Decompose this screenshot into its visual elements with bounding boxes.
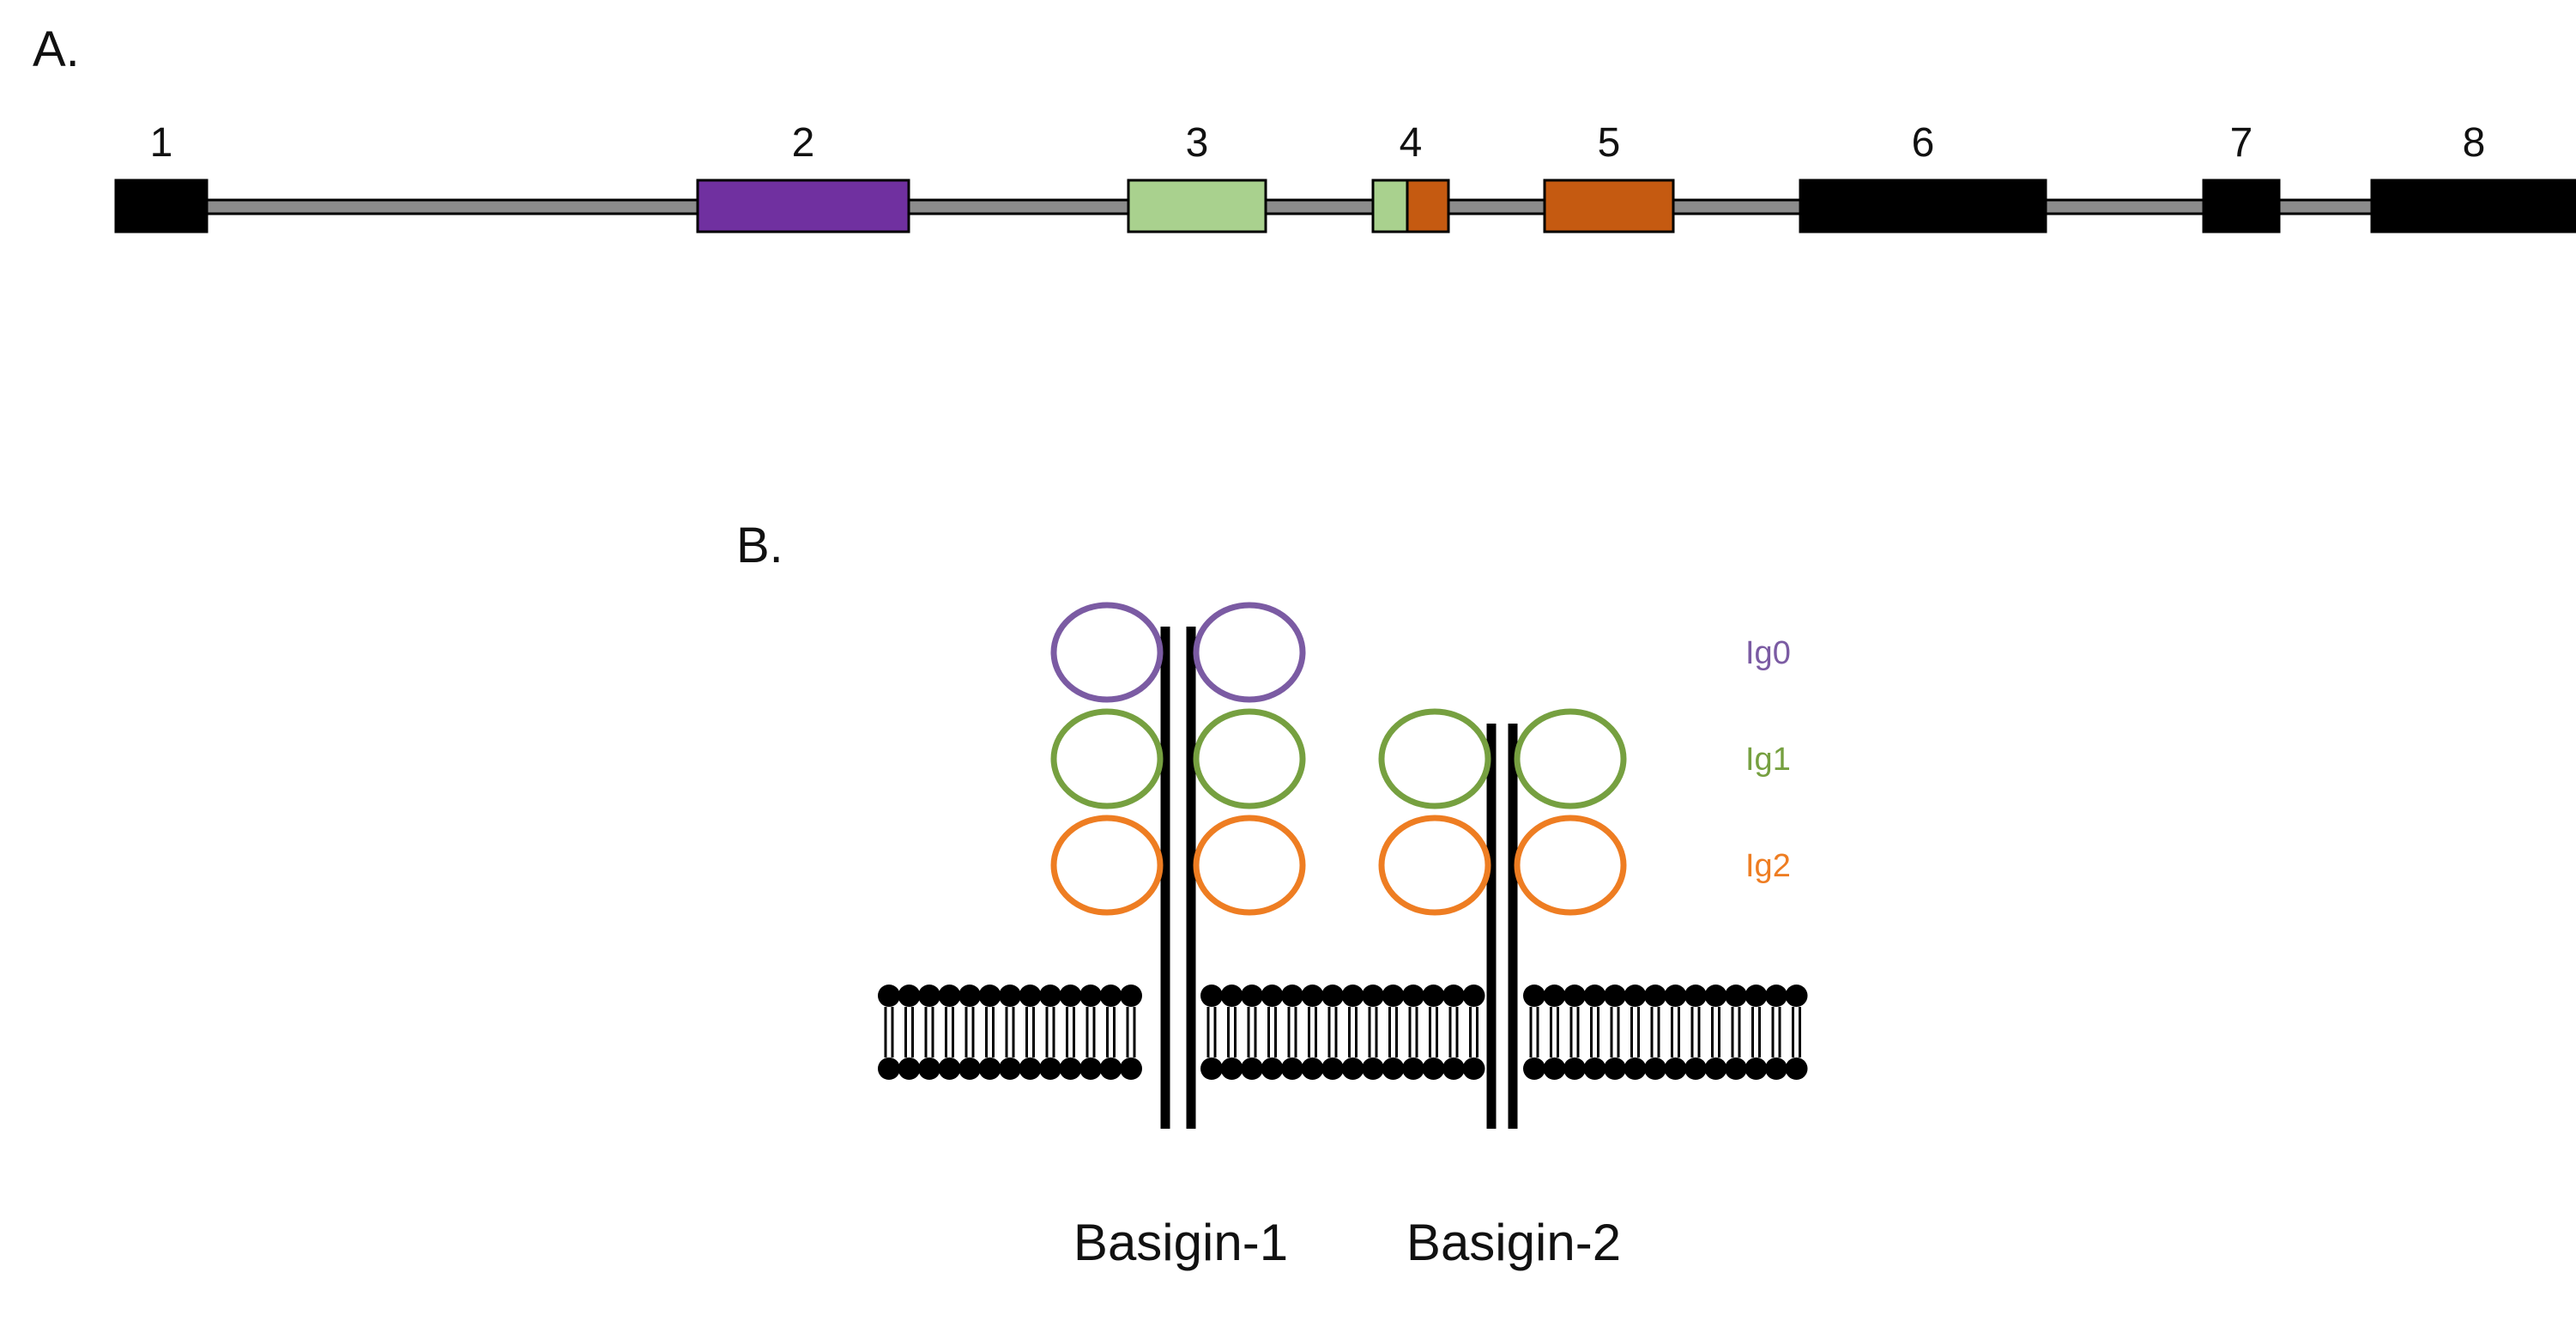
exon-1: 1 [114, 120, 209, 233]
lipid-molecule [1462, 985, 1485, 1080]
lipid-molecule [1583, 985, 1606, 1080]
lipid-molecule [1079, 985, 1102, 1080]
ig-domain-ig1 [1378, 708, 1491, 809]
lipid-molecule [1604, 985, 1626, 1080]
exon-3: 3 [1127, 120, 1267, 233]
lipid-molecule [1382, 985, 1405, 1080]
lipid-molecule [1442, 985, 1465, 1080]
exon-1-box [114, 179, 209, 233]
exon-7-box [2202, 179, 2281, 233]
ig-domain-ig0 [1193, 602, 1306, 703]
exon-number: 7 [2230, 120, 2253, 166]
lipid-molecule [1563, 985, 1586, 1080]
protein-group: Basigin-1 Basigin-2 [1050, 602, 1627, 1271]
exon-5-box [1543, 179, 1675, 233]
exon-number: 4 [1400, 120, 1423, 166]
exon-4-segment-a [1371, 179, 1409, 233]
ig-domain-ig0 [1050, 602, 1164, 703]
exon-3-box [1127, 179, 1267, 233]
ig-domain-ig1 [1193, 708, 1306, 809]
exon-4: 4 [1371, 120, 1450, 233]
ig-domain-ig2 [1378, 815, 1491, 916]
ig-domain-ig2 [1193, 815, 1306, 916]
panel-a-label: A. [33, 21, 80, 77]
lipid-molecule [1422, 985, 1445, 1080]
lipid-molecule [1402, 985, 1424, 1080]
lipid-molecule [1362, 985, 1384, 1080]
lipid-molecule [918, 985, 940, 1080]
exon-number: 5 [1598, 120, 1621, 166]
lipid-molecule [1261, 985, 1284, 1080]
protein-name: Basigin-1 [1073, 1214, 1288, 1271]
lipid-molecule [1281, 985, 1303, 1080]
lipid-bilayer [878, 985, 1808, 1080]
lipid-molecule [1725, 985, 1747, 1080]
lipid-molecule [1301, 985, 1324, 1080]
exon-2: 2 [696, 120, 910, 233]
ig-label-ig2: Ig2 [1745, 848, 1791, 884]
ig-label-ig1: Ig1 [1745, 742, 1791, 778]
lipid-molecule [938, 985, 961, 1080]
exon-2-box [696, 179, 910, 233]
lipid-molecule [1523, 985, 1545, 1080]
ig-label-ig0: Ig0 [1745, 635, 1791, 671]
ig-domain-ig2 [1050, 815, 1164, 916]
lipid-molecule [1220, 985, 1243, 1080]
panel-b-label: B. [736, 518, 783, 573]
lipid-molecule [1241, 985, 1263, 1080]
lipid-molecule [999, 985, 1021, 1080]
lipid-molecule [898, 985, 921, 1080]
lipid-molecule [1019, 985, 1042, 1080]
exon-8: 8 [2370, 120, 2576, 233]
lipid-molecule [958, 985, 981, 1080]
exon-6-box [1799, 179, 2047, 233]
lipid-molecule [1341, 985, 1364, 1080]
lipid-molecule [1321, 985, 1344, 1080]
exon-number: 3 [1186, 120, 1209, 166]
exon-4-segment-b [1406, 179, 1450, 233]
ig-domain-ig1 [1514, 708, 1627, 809]
gene-structure: 1 2 3 4 5 6 7 8 [114, 120, 2576, 233]
exon-7: 7 [2202, 120, 2281, 233]
lipid-molecule [878, 985, 900, 1080]
exon-number: 2 [792, 120, 815, 166]
lipid-molecule [1120, 985, 1142, 1080]
exon-number: 8 [2463, 120, 2486, 166]
exon-number: 6 [1912, 120, 1935, 166]
lipid-molecule [1785, 985, 1808, 1080]
lipid-molecule [1765, 985, 1787, 1080]
ig-domain-ig1 [1050, 708, 1164, 809]
lipid-molecule [1200, 985, 1223, 1080]
exon-8-box [2370, 179, 2576, 233]
lipid-molecule [978, 985, 1001, 1080]
ig-domain-ig2 [1514, 815, 1627, 916]
lipid-molecule [1039, 985, 1061, 1080]
protein-2: Basigin-2 [1378, 708, 1627, 1271]
lipid-molecule [1684, 985, 1707, 1080]
protein-name: Basigin-2 [1406, 1214, 1621, 1271]
lipid-molecule [1644, 985, 1666, 1080]
lipid-molecule [1059, 985, 1082, 1080]
lipid-molecule [1745, 985, 1768, 1080]
lipid-molecule [1704, 985, 1727, 1080]
lipid-molecule [1543, 985, 1566, 1080]
lipid-molecule [1099, 985, 1122, 1080]
exon-6: 6 [1799, 120, 2047, 233]
lipid-molecule [1624, 985, 1647, 1080]
lipid-molecule [1664, 985, 1687, 1080]
protein-1: Basigin-1 [1050, 602, 1306, 1271]
exon-group: 1 2 3 4 5 6 7 8 [114, 120, 2576, 233]
exon-5: 5 [1543, 120, 1675, 233]
exon-number: 1 [150, 120, 173, 166]
